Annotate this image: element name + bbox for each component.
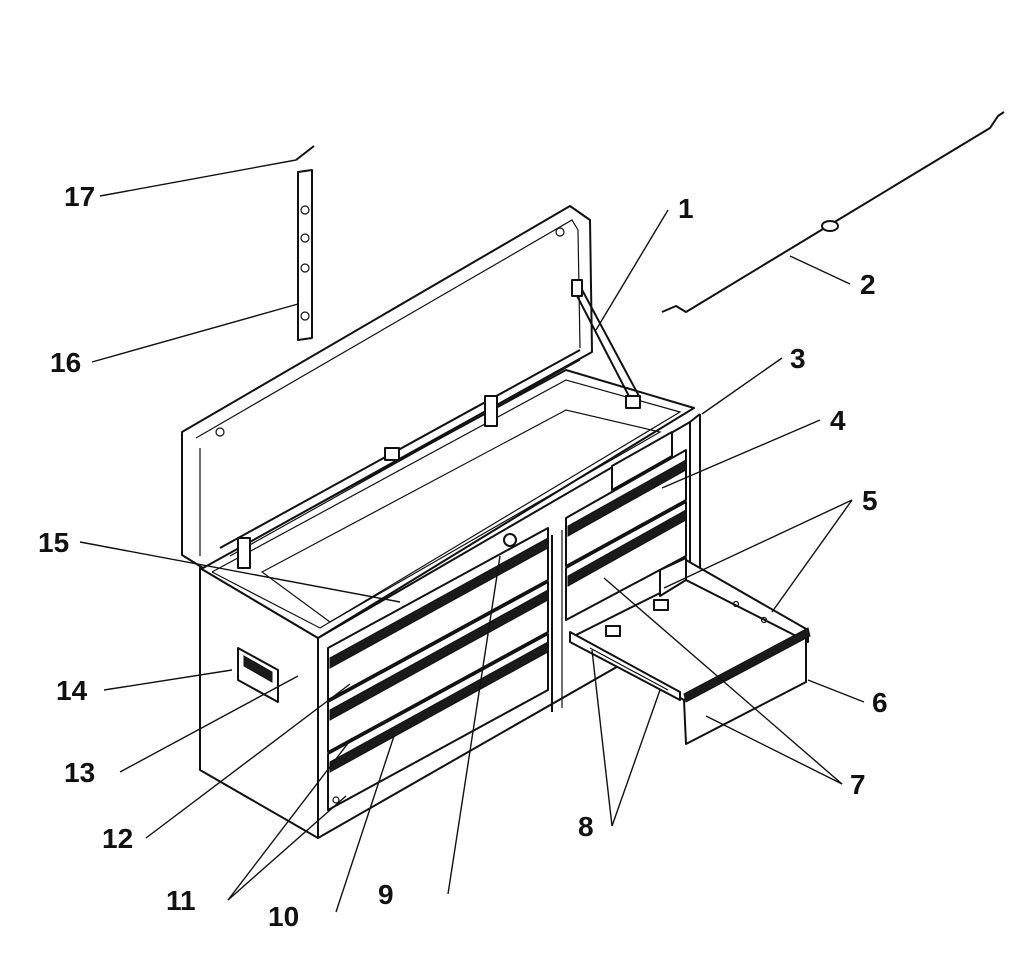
open-drawer xyxy=(569,557,811,745)
callout-11: 11 xyxy=(166,885,196,916)
open-drawer-handle xyxy=(683,627,811,703)
lid-support-strut xyxy=(571,279,641,409)
callout-12: 12 xyxy=(102,823,133,854)
callout-16: 16 xyxy=(50,347,81,378)
callout-4: 4 xyxy=(830,405,846,436)
tray-interior xyxy=(260,409,662,623)
callout-labels: 1 2 3 4 5 6 7 8 9 10 11 12 13 14 15 16 1… xyxy=(38,181,888,932)
drawer-left-2-handle xyxy=(329,589,549,721)
callout-5: 5 xyxy=(862,485,878,516)
hinge-pin xyxy=(295,145,315,161)
callout-8: 8 xyxy=(578,811,594,842)
drawer-slide-rail xyxy=(569,631,681,701)
callout-7: 7 xyxy=(850,769,866,800)
drawer-left-3-handle xyxy=(329,641,549,773)
callout-2: 2 xyxy=(860,269,876,300)
drawer-right-2-handle xyxy=(567,509,687,587)
callout-14: 14 xyxy=(56,675,88,706)
callout-3: 3 xyxy=(790,343,806,374)
side-handle xyxy=(237,647,279,703)
leader-lines xyxy=(79,159,865,913)
lock-rod xyxy=(661,111,1005,313)
drawer-right-1-handle xyxy=(567,459,687,537)
callout-10: 10 xyxy=(268,901,299,932)
callout-6: 6 xyxy=(872,687,888,718)
left-drawer-stack xyxy=(327,527,549,811)
callout-1: 1 xyxy=(678,193,694,224)
lock-cylinder xyxy=(503,533,517,547)
callout-17: 17 xyxy=(64,181,95,212)
callout-13: 13 xyxy=(64,757,95,788)
right-drawer-stack xyxy=(565,431,687,621)
lid-panel xyxy=(181,205,593,569)
chest-lid xyxy=(181,205,593,569)
drawer-left-1-handle xyxy=(329,537,549,669)
callout-9: 9 xyxy=(378,879,394,910)
callout-15: 15 xyxy=(38,527,69,558)
hinge-strip xyxy=(297,169,313,341)
